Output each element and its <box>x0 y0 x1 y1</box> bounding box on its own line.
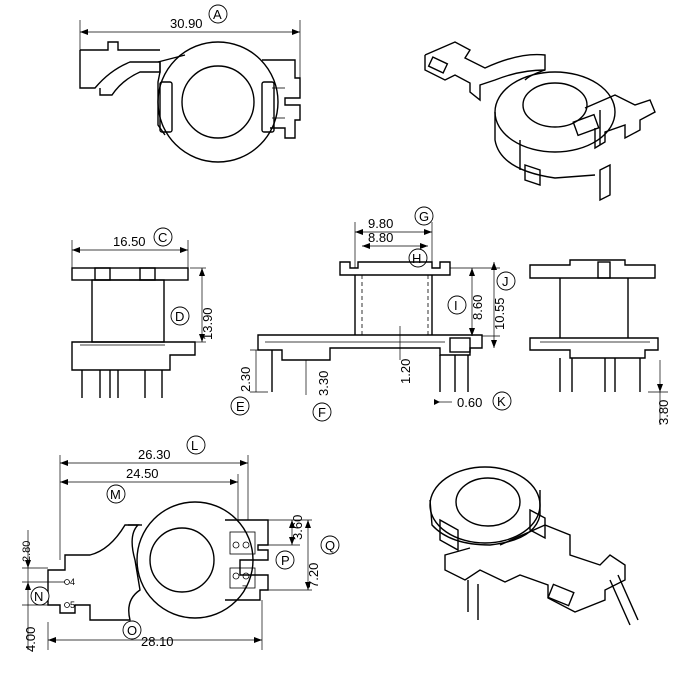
label-G: G <box>419 209 429 224</box>
dim-F-value: 3.30 <box>316 371 331 396</box>
pin-7-label: 7 <box>242 584 247 594</box>
iso-view-bottom <box>429 466 639 626</box>
bottom-view: 26.30 L 24.50 M 4 5 7 28.10 <box>21 435 340 652</box>
label-K: K <box>497 394 506 409</box>
pin-4-label: 4 <box>70 577 75 587</box>
label-D: D <box>175 309 184 324</box>
dim-O-value: 28.10 <box>141 634 174 649</box>
label-O: O <box>127 623 137 638</box>
dim-J-value: 10.55 <box>492 297 507 330</box>
dim-P-value: 3.60 <box>290 515 305 540</box>
dim-N-value: 2.80 <box>21 541 33 562</box>
front-view-center: 9.80 G 8.80 H 8.60 I 10.55 <box>230 206 516 422</box>
dim-L-value: 26.30 <box>138 447 171 462</box>
label-Q: Q <box>325 538 335 553</box>
label-N: N <box>34 589 43 604</box>
top-view: 30.90 A <box>79 4 301 163</box>
dim-D-value: 13.90 <box>200 307 215 340</box>
label-M: M <box>110 487 121 502</box>
label-J: J <box>502 274 509 289</box>
dim-E-value: 2.30 <box>238 367 253 392</box>
pin-5-label: 5 <box>70 600 75 610</box>
label-A-circle <box>208 4 228 24</box>
dim-C-value: 16.50 <box>113 234 146 249</box>
label-L: L <box>191 438 198 453</box>
dim-N2-value: 4.00 <box>23 627 38 652</box>
label-P: P <box>281 553 290 568</box>
label-H: H <box>412 251 421 266</box>
dim-H-value: 8.80 <box>368 230 393 245</box>
iso-view-top <box>424 41 656 202</box>
dim-Y-value: 1.20 <box>398 359 413 384</box>
dim-Q-value: 7.20 <box>306 563 321 588</box>
dim-K-value: 0.60 <box>457 395 482 410</box>
dim-I-value: 8.60 <box>470 295 485 320</box>
label-F: F <box>318 405 326 420</box>
label-A: A <box>213 7 222 22</box>
label-E: E <box>236 399 245 414</box>
dim-M-value: 24.50 <box>126 466 159 481</box>
label-C: C <box>158 230 167 245</box>
side-view-right: 3.80 <box>529 259 671 425</box>
dim-G-value: 9.80 <box>368 216 393 231</box>
front-view-left: 16.50 C 13.90 D <box>71 227 215 398</box>
dim-Z-value: 3.80 <box>656 400 671 425</box>
dim-A-value: 30.90 <box>170 16 203 31</box>
label-I: I <box>454 298 458 313</box>
